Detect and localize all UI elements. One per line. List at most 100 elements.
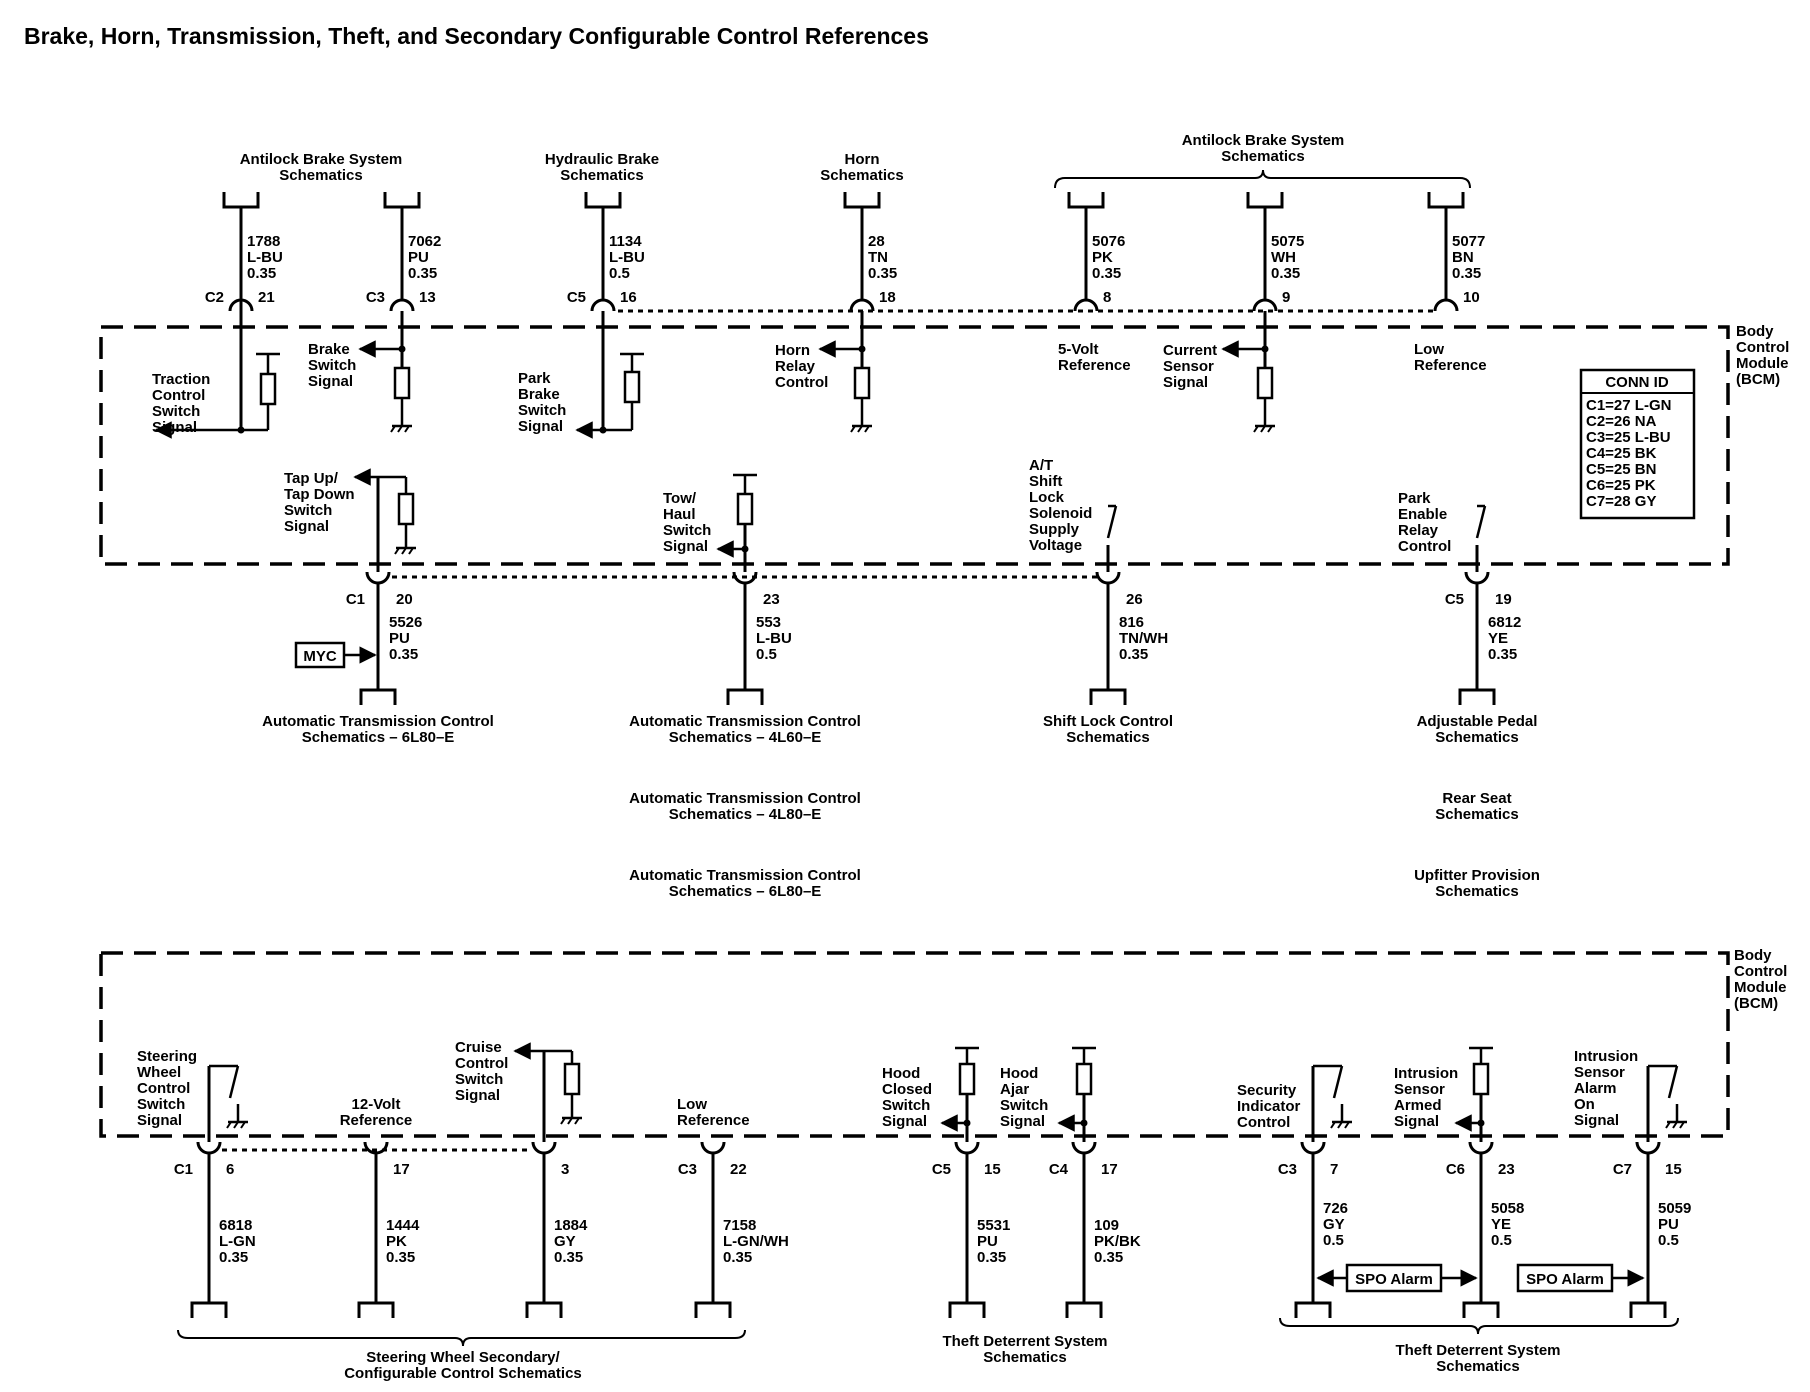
svg-text:5058: 5058: [1491, 1200, 1524, 1217]
svg-text:8: 8: [1103, 289, 1111, 306]
svg-text:Schematics – 4L60–E: Schematics – 4L60–E: [669, 729, 822, 746]
svg-text:Enable: Enable: [1398, 506, 1447, 523]
svg-text:Supply: Supply: [1029, 521, 1080, 538]
svg-text:0.35: 0.35: [554, 1249, 583, 1266]
svg-text:SPO Alarm: SPO Alarm: [1355, 1271, 1433, 1288]
svg-text:PK/BK: PK/BK: [1094, 1233, 1141, 1250]
svg-text:On: On: [1574, 1096, 1595, 1113]
svg-text:1134: 1134: [609, 233, 642, 250]
svg-text:Tow/: Tow/: [663, 490, 697, 507]
svg-text:Theft Deterrent System: Theft Deterrent System: [942, 1333, 1107, 1350]
svg-text:18: 18: [879, 289, 896, 306]
svg-text:Sensor: Sensor: [1574, 1064, 1625, 1081]
svg-text:Hood: Hood: [1000, 1065, 1038, 1082]
svg-text:0.35: 0.35: [1094, 1249, 1123, 1266]
svg-text:15: 15: [984, 1161, 1001, 1178]
svg-text:26: 26: [1126, 591, 1143, 608]
svg-text:Control: Control: [1398, 538, 1451, 555]
svg-text:Schematics: Schematics: [983, 1349, 1066, 1366]
svg-text:Alarm: Alarm: [1574, 1080, 1617, 1097]
wire-1444: 17 1444 PK 0.35 12-Volt Reference: [340, 1096, 420, 1318]
svg-text:Schematics: Schematics: [1435, 729, 1518, 746]
svg-text:Relay: Relay: [1398, 522, 1439, 539]
svg-text:Hydraulic Brake: Hydraulic Brake: [545, 151, 659, 168]
conn-id-row: C3=25 L-BU: [1586, 429, 1671, 446]
svg-text:Signal: Signal: [1574, 1112, 1619, 1129]
dest-steering-wheel: Steering Wheel Secondary/ Configurable C…: [344, 1349, 582, 1382]
svg-text:5531: 5531: [977, 1217, 1010, 1234]
svg-text:Lock: Lock: [1029, 489, 1065, 506]
extra-refs: Automatic Transmission Control Schematic…: [629, 790, 1540, 900]
svg-text:Switch: Switch: [308, 357, 356, 374]
svg-text:Automatic Transmission Control: Automatic Transmission Control: [629, 867, 861, 884]
svg-text:Antilock Brake System: Antilock Brake System: [240, 151, 403, 168]
svg-text:Horn: Horn: [845, 151, 880, 168]
wire-109: C4 17 109 PK/BK 0.35 Hood Ajar Switch Si…: [1000, 1046, 1141, 1318]
svg-text:L-GN: L-GN: [219, 1233, 256, 1250]
destination-ref: Automatic Transmission Control: [262, 713, 494, 730]
svg-text:Control: Control: [137, 1080, 190, 1097]
wire-color: L-BU: [247, 249, 283, 266]
svg-text:Wheel: Wheel: [137, 1064, 181, 1081]
svg-text:0.35: 0.35: [386, 1249, 415, 1266]
conn-id-row: C1=27 L-GN: [1586, 397, 1671, 414]
svg-text:19: 19: [1495, 591, 1512, 608]
dest-theft-middle: Theft Deterrent System Schematics: [942, 1333, 1107, 1366]
svg-text:Control: Control: [1736, 339, 1789, 356]
svg-text:Schematics: Schematics: [820, 167, 903, 184]
svg-text:PU: PU: [1658, 1216, 1679, 1233]
svg-text:Body: Body: [1734, 947, 1772, 964]
svg-text:C1: C1: [174, 1161, 193, 1178]
svg-text:6818: 6818: [219, 1217, 252, 1234]
svg-text:553: 553: [756, 614, 781, 631]
module-label-upper: Body Control Module (BCM): [1736, 323, 1789, 388]
svg-text:5075: 5075: [1271, 233, 1304, 250]
svg-text:Schematics – 6L80–E: Schematics – 6L80–E: [669, 883, 822, 900]
svg-text:17: 17: [393, 1161, 410, 1178]
wire-5076: 5076 PK 0.35 8 5-Volt Reference: [1058, 192, 1131, 374]
svg-text:Signal: Signal: [882, 1113, 927, 1130]
svg-text:0.35: 0.35: [1488, 646, 1517, 663]
wire-553: 23 553 L-BU 0.5 Tow/ Haul Switch Signal …: [629, 473, 861, 746]
svg-text:816: 816: [1119, 614, 1144, 631]
svg-text:L-GN/WH: L-GN/WH: [723, 1233, 789, 1250]
svg-text:C5: C5: [932, 1161, 951, 1178]
svg-text:Signal: Signal: [284, 518, 329, 535]
conn-id-row: C4=25 BK: [1586, 445, 1657, 462]
wire-816: 26 816 TN/WH 0.35 A/T Shift Lock Solenoi…: [1029, 457, 1173, 746]
svg-text:Park: Park: [518, 370, 551, 387]
svg-text:0.35: 0.35: [868, 265, 897, 282]
svg-text:Switch: Switch: [882, 1097, 930, 1114]
svg-text:7062: 7062: [408, 233, 441, 250]
svg-text:Body: Body: [1736, 323, 1774, 340]
wire-5059: C7 15 5059 PU 0.5 Intrusion Sensor Alarm…: [1574, 1048, 1691, 1318]
svg-text:23: 23: [1498, 1161, 1515, 1178]
theft-dest-brace: [1279, 1317, 1679, 1335]
svg-text:Cruise: Cruise: [455, 1039, 502, 1056]
svg-text:Signal: Signal: [518, 418, 563, 435]
svg-text:Low: Low: [677, 1096, 707, 1113]
svg-text:Sensor: Sensor: [1163, 358, 1214, 375]
svg-text:Switch: Switch: [455, 1071, 503, 1088]
svg-text:C3: C3: [366, 289, 385, 306]
ref-abs-left: Antilock Brake System Schematics: [240, 151, 403, 184]
svg-text:Automatic Transmission Control: Automatic Transmission Control: [629, 713, 861, 730]
svg-text:109: 109: [1094, 1217, 1119, 1234]
svg-text:Rear Seat: Rear Seat: [1442, 790, 1511, 807]
svg-text:20: 20: [396, 591, 413, 608]
svg-text:22: 22: [730, 1161, 747, 1178]
svg-text:Relay: Relay: [775, 358, 816, 375]
svg-text:Shift Lock Control: Shift Lock Control: [1043, 713, 1173, 730]
svg-text:A/T: A/T: [1029, 457, 1053, 474]
wire-5526: C1 20 5526 PU 0.35 Tap Up/ Tap Down Swit…: [262, 468, 494, 746]
svg-text:C7: C7: [1613, 1161, 1632, 1178]
svg-text:1444: 1444: [386, 1217, 420, 1234]
wire-5077: 5077 BN 0.35 10 Low Reference: [1414, 192, 1487, 374]
svg-text:WH: WH: [1271, 249, 1296, 266]
connector-id: C2: [205, 289, 224, 306]
circuit-number: 1788: [247, 233, 280, 250]
page-title: Brake, Horn, Transmission, Theft, and Se…: [24, 23, 929, 49]
svg-text:Schematics – 4L80–E: Schematics – 4L80–E: [669, 806, 822, 823]
wire-6812: C5 19 6812 YE 0.35 Park Enable Relay Con…: [1398, 490, 1537, 746]
